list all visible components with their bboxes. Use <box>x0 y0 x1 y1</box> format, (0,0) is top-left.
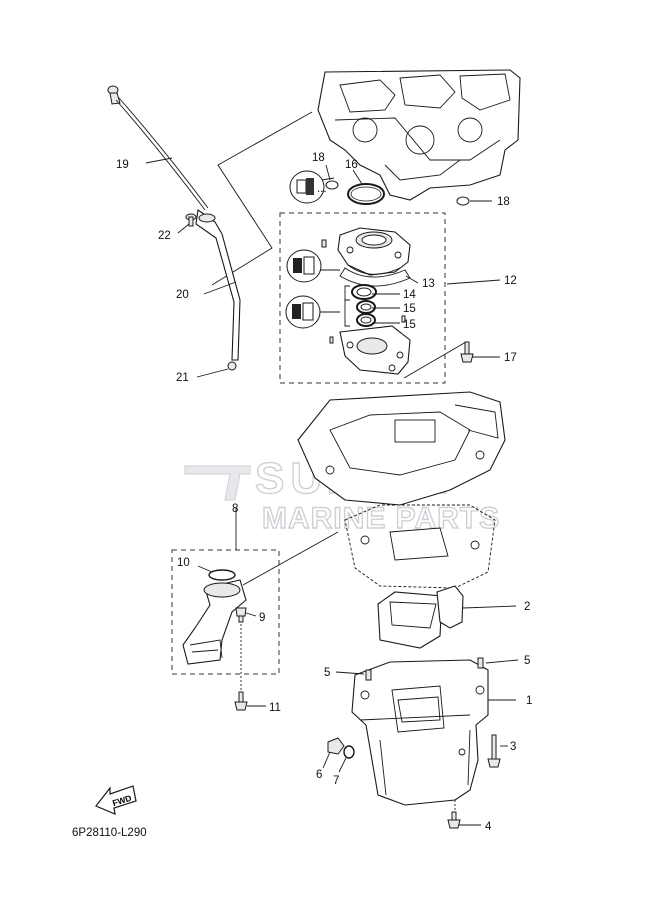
callout-5b: 5 <box>524 655 530 667</box>
callout-22: 22 <box>158 230 171 242</box>
o-ring-10 <box>208 569 236 581</box>
diagram-code: 6P28110-L290 <box>72 827 147 839</box>
oil-seal-15b <box>356 313 376 327</box>
callout-13: 13 <box>422 278 435 290</box>
callout-2: 2 <box>524 601 530 613</box>
callout-16: 16 <box>345 159 358 171</box>
oil-apply-icon <box>285 295 321 329</box>
o-ring-16 <box>347 183 385 205</box>
oil-seal-15a <box>356 300 376 314</box>
group-box-8 <box>171 549 280 675</box>
bolt-17 <box>460 341 474 363</box>
exhaust-guide <box>297 391 506 506</box>
callout-15a: 15 <box>403 303 416 315</box>
callout-21: 21 <box>176 372 189 384</box>
callout-3: 3 <box>510 741 516 753</box>
o-ring-18b <box>456 196 470 206</box>
callout-9: 9 <box>259 612 265 624</box>
callout-8: 8 <box>232 503 238 515</box>
gasket-7 <box>343 745 355 759</box>
callout-labels: 1 2 3 4 5 5 6 7 8 9 10 11 12 13 14 15 15… <box>116 152 532 833</box>
callout-leaders <box>145 157 519 826</box>
oil-seal-14 <box>351 284 377 300</box>
forward-arrow-icon: FWD <box>95 785 137 815</box>
baffle-2 <box>377 591 443 649</box>
bolt-3 <box>487 734 501 768</box>
bolt-22 <box>185 213 197 227</box>
screw-small <box>321 239 406 344</box>
callout-4: 4 <box>485 821 492 833</box>
callout-12: 12 <box>504 275 517 287</box>
sealant-apply-icon: ... <box>289 170 327 204</box>
callout-1: 1 <box>526 695 532 707</box>
oil-pump-cover <box>337 227 411 276</box>
callout-20: 20 <box>176 289 189 301</box>
callout-14: 14 <box>403 289 416 301</box>
oil-pump-body <box>339 325 411 375</box>
bolt-4 <box>447 811 461 829</box>
oil-strainer <box>182 579 247 665</box>
callout-10: 10 <box>177 557 190 569</box>
bolt-11 <box>234 691 248 711</box>
power-head-block <box>317 69 521 201</box>
oil-apply-icon <box>286 249 322 283</box>
dipstick <box>107 85 209 211</box>
callout-19: 19 <box>116 159 129 171</box>
dowel-5a <box>365 669 372 681</box>
oil-pan-1 <box>351 659 489 806</box>
drain-plug-6 <box>327 737 345 755</box>
callout-18b: 18 <box>497 196 510 208</box>
callout-17: 17 <box>504 352 517 364</box>
dipstick-guide-tube <box>195 209 241 371</box>
watermark-line2: MARINE PARTS <box>262 502 500 535</box>
callout-7: 7 <box>333 775 339 787</box>
callout-18a: 18 <box>312 152 325 164</box>
o-ring-18a <box>325 180 339 190</box>
callout-6: 6 <box>316 769 322 781</box>
callout-5a: 5 <box>324 667 330 679</box>
callout-15b: 15 <box>403 319 416 331</box>
callout-11: 11 <box>269 702 281 714</box>
strainer-2b <box>436 585 464 629</box>
svg-text:...: ... <box>317 183 327 195</box>
gasket-plate <box>344 504 496 589</box>
dowel-5b <box>477 657 484 669</box>
group-box-12 <box>279 212 446 384</box>
bolt-9 <box>235 607 247 623</box>
